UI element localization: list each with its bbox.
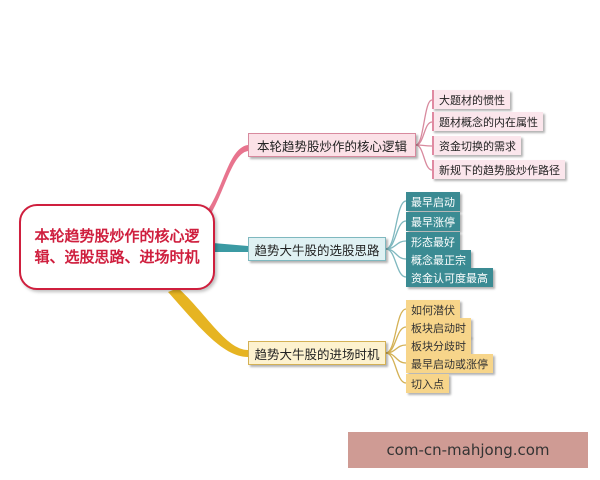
branch-2-leaf-links (385, 308, 407, 384)
branch-stock-selection[interactable]: 趋势大牛股的选股思路 (248, 237, 386, 261)
watermark-banner: com-cn-mahjong.com (348, 432, 588, 468)
leaf-timing-2[interactable]: 板块启动时 (406, 318, 471, 337)
leaf-core-logic-1[interactable]: 大题材的惯性 (432, 90, 510, 109)
leaf-timing-4[interactable]: 最早启动或涨停 (406, 354, 493, 373)
leaf-selection-4[interactable]: 概念最正宗 (406, 250, 471, 269)
leaf-core-logic-4[interactable]: 新规下的趋势股炒作路径 (432, 160, 565, 179)
root-to-branch-1 (213, 243, 248, 252)
leaf-selection-2[interactable]: 最早涨停 (406, 212, 460, 231)
root-node[interactable]: 本轮趋势股炒作的核心逻辑、选股思路、进场时机 (19, 204, 215, 290)
root-to-branch-2 (168, 288, 248, 357)
leaf-selection-3[interactable]: 形态最好 (406, 232, 460, 251)
leaf-timing-3[interactable]: 板块分歧时 (406, 336, 471, 355)
branch-entry-timing[interactable]: 趋势大牛股的进场时机 (248, 341, 386, 365)
branch-0-leaf-links (415, 99, 433, 171)
leaf-timing-5[interactable]: 切入点 (406, 374, 449, 393)
leaf-core-logic-2[interactable]: 题材概念的内在属性 (432, 112, 543, 131)
leaf-selection-1[interactable]: 最早启动 (406, 192, 460, 211)
branch-1-leaf-links (385, 200, 407, 278)
leaf-selection-5[interactable]: 资金认可度最高 (406, 268, 493, 287)
branch-core-logic[interactable]: 本轮趋势股炒作的核心逻辑 (248, 133, 416, 157)
leaf-core-logic-3[interactable]: 资金切换的需求 (432, 136, 521, 155)
leaf-timing-1[interactable]: 如何潜伏 (406, 300, 460, 319)
